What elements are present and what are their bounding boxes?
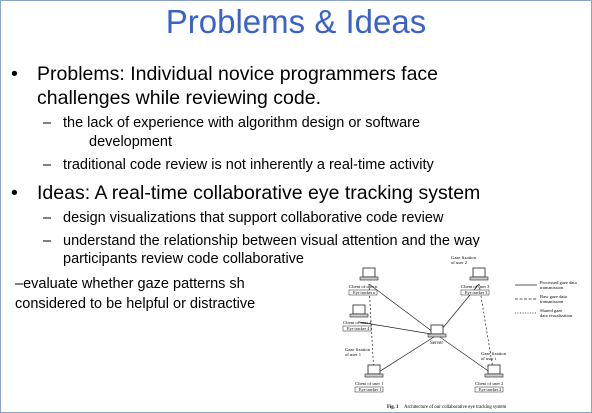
sub-bullet-experience-line2: development bbox=[89, 134, 173, 150]
eye-tracker-label: Eye tracker 4 bbox=[347, 326, 370, 331]
connection-line bbox=[368, 283, 438, 336]
legend-label: data visualization bbox=[540, 313, 573, 318]
bullet-marker: • bbox=[11, 182, 18, 204]
eye-tracker-label: Eye tracker n bbox=[353, 290, 376, 295]
client-label: Client of user n bbox=[349, 284, 378, 289]
legend bbox=[515, 284, 537, 314]
legend-label: Processed gaze data bbox=[540, 280, 577, 285]
bullet-problems-line1: Problems: Individual novice programmers … bbox=[37, 63, 439, 85]
laptop-icon bbox=[469, 267, 489, 281]
figure-caption: Architecture of our collaborative eye tr… bbox=[404, 405, 507, 410]
laptop-icon bbox=[364, 364, 384, 378]
connection-line bbox=[373, 334, 438, 376]
client-label: Client of user 2 bbox=[475, 381, 504, 386]
server-label: Server bbox=[430, 341, 443, 346]
eye-tracker-label: Eye tracker 2 bbox=[479, 387, 501, 392]
eye-tracker-label: Eye tracker 1 bbox=[359, 387, 381, 392]
sub-bullet-code-review: traditional code review is not inherentl… bbox=[63, 157, 434, 173]
gaze-label: of user 2 bbox=[451, 260, 468, 265]
legend-label: Raw gaze data bbox=[540, 294, 567, 299]
client-label: Client of user 1 bbox=[355, 381, 384, 386]
eye-tracker-icon bbox=[348, 289, 378, 296]
sub-bullet-marker: – bbox=[43, 210, 52, 226]
eye-tracker-icon bbox=[342, 325, 372, 332]
sub-bullet-evaluate-line2: considered to be helpful or distractive bbox=[15, 296, 256, 312]
legend-label: transmission bbox=[540, 299, 564, 304]
bullet-problems-line2: challenges while reviewing code. bbox=[37, 87, 321, 109]
connection-line bbox=[358, 321, 438, 336]
gaze-label: Gaze fixation bbox=[481, 351, 507, 356]
sub-bullet-evaluate-line1: –evaluate whether gaze patterns sh bbox=[15, 276, 245, 292]
legend-label: transmission bbox=[540, 285, 564, 290]
bullet-ideas: Ideas: A real-time collaborative eye tra… bbox=[37, 182, 481, 204]
laptop-icon bbox=[349, 304, 369, 318]
connection-line bbox=[368, 283, 375, 376]
slide-title: Problems & Ideas bbox=[165, 3, 427, 40]
figure-caption-label: Fig. 1 bbox=[387, 405, 399, 410]
gaze-label: of user i bbox=[481, 356, 497, 361]
eye-tracker-label: Eye tracker 3 bbox=[465, 290, 487, 295]
eye-tracker-icon bbox=[460, 289, 490, 296]
sub-bullet-relationship-line1: understand the relationship between visu… bbox=[63, 233, 480, 249]
sub-bullet-marker: – bbox=[43, 157, 52, 173]
architecture-figure: Client of user n Eye tracker n Gaze fixa… bbox=[329, 247, 591, 412]
bullet-marker: • bbox=[11, 63, 18, 85]
gaze-label: of user 1 bbox=[345, 352, 362, 357]
client-label: Client of user 3 bbox=[461, 284, 490, 289]
eye-tracker-icon bbox=[474, 386, 504, 393]
sub-bullet-marker: – bbox=[43, 115, 52, 131]
connection-line bbox=[436, 334, 495, 376]
gaze-label: Gaze fixation bbox=[451, 255, 477, 260]
laptop-icon bbox=[484, 364, 504, 378]
sub-bullet-visualizations: design visualizations that support colla… bbox=[63, 210, 444, 226]
connection-line bbox=[478, 283, 495, 376]
laptop-icon bbox=[359, 267, 379, 281]
legend-label: Shared gaze bbox=[540, 308, 562, 313]
server-icon bbox=[427, 324, 447, 338]
gaze-label: Gaze fixation bbox=[345, 347, 371, 352]
eye-tracker-icon bbox=[354, 386, 384, 393]
sub-bullet-relationship-line2: participants review code collaborative bbox=[63, 251, 304, 267]
sub-bullet-experience-line1: the lack of experience with algorithm de… bbox=[63, 115, 421, 131]
sub-bullet-marker: – bbox=[43, 233, 52, 249]
client-label: Client of user 4 bbox=[343, 320, 372, 325]
